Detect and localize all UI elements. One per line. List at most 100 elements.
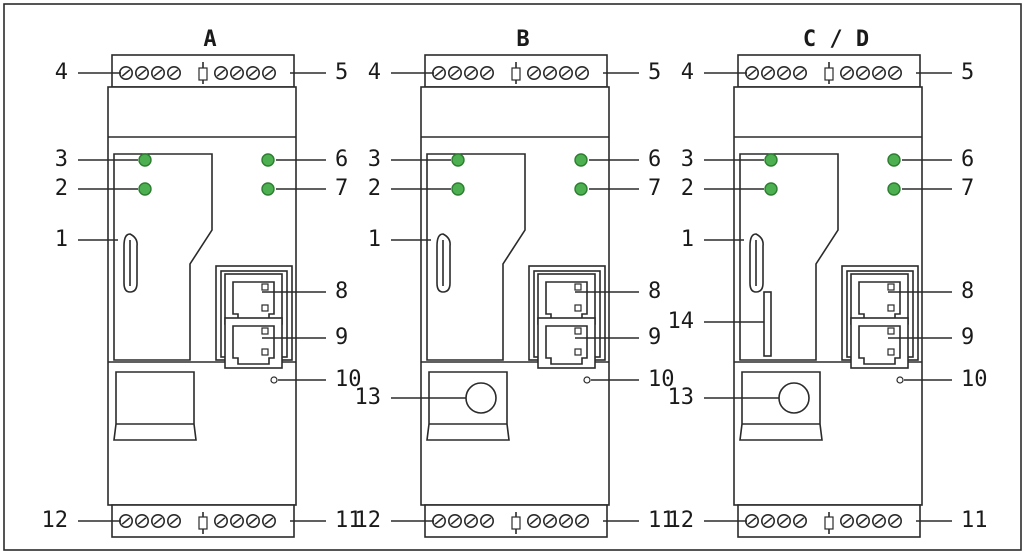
screw-slot xyxy=(577,517,587,525)
screw-slot xyxy=(248,517,258,525)
screw-slot xyxy=(561,69,571,77)
screw-slot xyxy=(842,69,852,77)
callout-14: 14 xyxy=(668,309,695,334)
ethernet-port-1 xyxy=(224,273,283,325)
screw-slot xyxy=(795,69,805,77)
screw-slot xyxy=(763,69,773,77)
ethernet-port-1 xyxy=(850,273,909,325)
callout-2: 2 xyxy=(55,176,68,201)
callout-12: 12 xyxy=(42,508,69,533)
callout-9: 9 xyxy=(335,325,348,350)
terminal-latch xyxy=(824,67,834,81)
callout-12: 12 xyxy=(355,508,382,533)
screw-slot xyxy=(169,517,179,525)
screw-slot xyxy=(232,69,242,77)
status-led xyxy=(138,182,152,196)
variant-title: A xyxy=(203,27,216,52)
screw-slot xyxy=(763,517,773,525)
ethernet-port-2 xyxy=(537,317,596,369)
bottom-terminals-right xyxy=(840,513,902,528)
callout-11: 11 xyxy=(335,508,362,533)
callout-3: 3 xyxy=(681,147,694,172)
screw-slot xyxy=(779,69,789,77)
bottom-terminals-right xyxy=(527,513,589,528)
bottom-terminals-left xyxy=(119,513,182,528)
ethernet-port-2 xyxy=(850,317,909,369)
callout-12: 12 xyxy=(668,508,695,533)
callout-7: 7 xyxy=(335,176,348,201)
top-terminals-left xyxy=(119,66,182,81)
screw-slot xyxy=(434,517,444,525)
ethernet-port-opening xyxy=(858,325,901,365)
variant-title: C / D xyxy=(803,27,869,52)
screw-slot xyxy=(121,69,131,77)
screw-slot xyxy=(137,517,147,525)
screw-slot xyxy=(216,69,226,77)
callout-1: 1 xyxy=(368,227,381,252)
screw-slot xyxy=(747,69,757,77)
screw-slot xyxy=(466,69,476,77)
screw-slot xyxy=(232,517,242,525)
callout-2: 2 xyxy=(681,176,694,201)
callout-10: 10 xyxy=(335,367,362,392)
top-terminals-right xyxy=(840,66,902,81)
screw-slot xyxy=(216,517,226,525)
callout-7: 7 xyxy=(961,176,974,201)
ethernet-led-window xyxy=(574,304,582,312)
status-led xyxy=(451,182,465,196)
callout-8: 8 xyxy=(961,279,974,304)
ethernet-led-window xyxy=(574,348,582,356)
ethernet-port-opening xyxy=(232,325,275,365)
ethernet-port-opening xyxy=(545,325,588,365)
reset-hole xyxy=(583,376,591,384)
status-led xyxy=(574,153,588,167)
ethernet-led-window xyxy=(574,327,582,335)
terminal-latch xyxy=(198,67,208,81)
status-led xyxy=(138,153,152,167)
screw-slot xyxy=(858,69,868,77)
screw-slot xyxy=(874,517,884,525)
screw-slot xyxy=(874,69,884,77)
screw-slot xyxy=(121,517,131,525)
ethernet-led-window xyxy=(261,327,269,335)
status-led xyxy=(764,182,778,196)
callout-6: 6 xyxy=(335,147,348,172)
ethernet-led-window xyxy=(261,304,269,312)
callout-3: 3 xyxy=(368,147,381,172)
callout-4: 4 xyxy=(681,60,694,85)
screw-slot xyxy=(153,69,163,77)
callout-9: 9 xyxy=(961,325,974,350)
ethernet-port-1 xyxy=(537,273,596,325)
screw-slot xyxy=(779,517,789,525)
screw-slot xyxy=(795,517,805,525)
callout-9: 9 xyxy=(648,325,661,350)
ethernet-led-window xyxy=(261,348,269,356)
top-terminals-right xyxy=(527,66,589,81)
top-terminals-right xyxy=(214,66,276,81)
screw-slot xyxy=(482,517,492,525)
screw-slot xyxy=(545,517,555,525)
push-button xyxy=(778,382,810,414)
callout-8: 8 xyxy=(648,279,661,304)
callout-5: 5 xyxy=(961,60,974,85)
screw-slot xyxy=(450,69,460,77)
terminal-latch xyxy=(198,516,208,530)
screw-slot xyxy=(529,517,539,525)
screw-slot xyxy=(529,69,539,77)
status-led xyxy=(261,182,275,196)
screw-slot xyxy=(561,517,571,525)
callout-3: 3 xyxy=(55,147,68,172)
screw-slot xyxy=(264,69,274,77)
screw-slot xyxy=(264,517,274,525)
callout-6: 6 xyxy=(961,147,974,172)
ethernet-led-window xyxy=(261,283,269,291)
variant-title: B xyxy=(516,27,529,52)
top-terminals-left xyxy=(432,66,495,81)
screw-slot xyxy=(466,517,476,525)
callout-5: 5 xyxy=(335,60,348,85)
bottom-terminals-left xyxy=(432,513,495,528)
status-led xyxy=(887,153,901,167)
